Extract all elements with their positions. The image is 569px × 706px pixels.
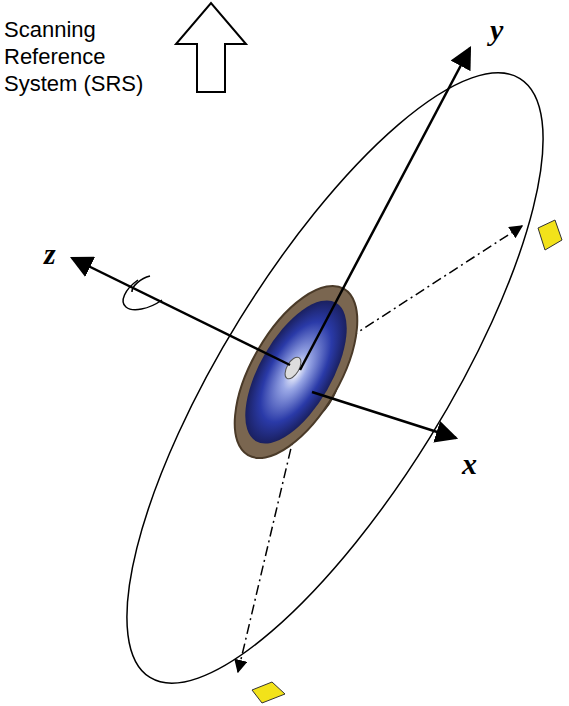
x-axis [312,392,456,438]
scan-circle [55,20,569,706]
field-marker [252,682,285,703]
z-axis [72,258,290,365]
y-axis [300,48,470,370]
direction-arrow [176,3,246,92]
axis-label: y [490,14,503,46]
rotation-symbol [123,280,162,310]
system-title: Scanning Reference System (SRS) [4,16,154,97]
axis-label: z [44,238,56,270]
axis-label: x [462,448,477,480]
field-marker [538,220,562,250]
spacecraft [210,267,382,477]
rotation-symbol [132,276,150,292]
